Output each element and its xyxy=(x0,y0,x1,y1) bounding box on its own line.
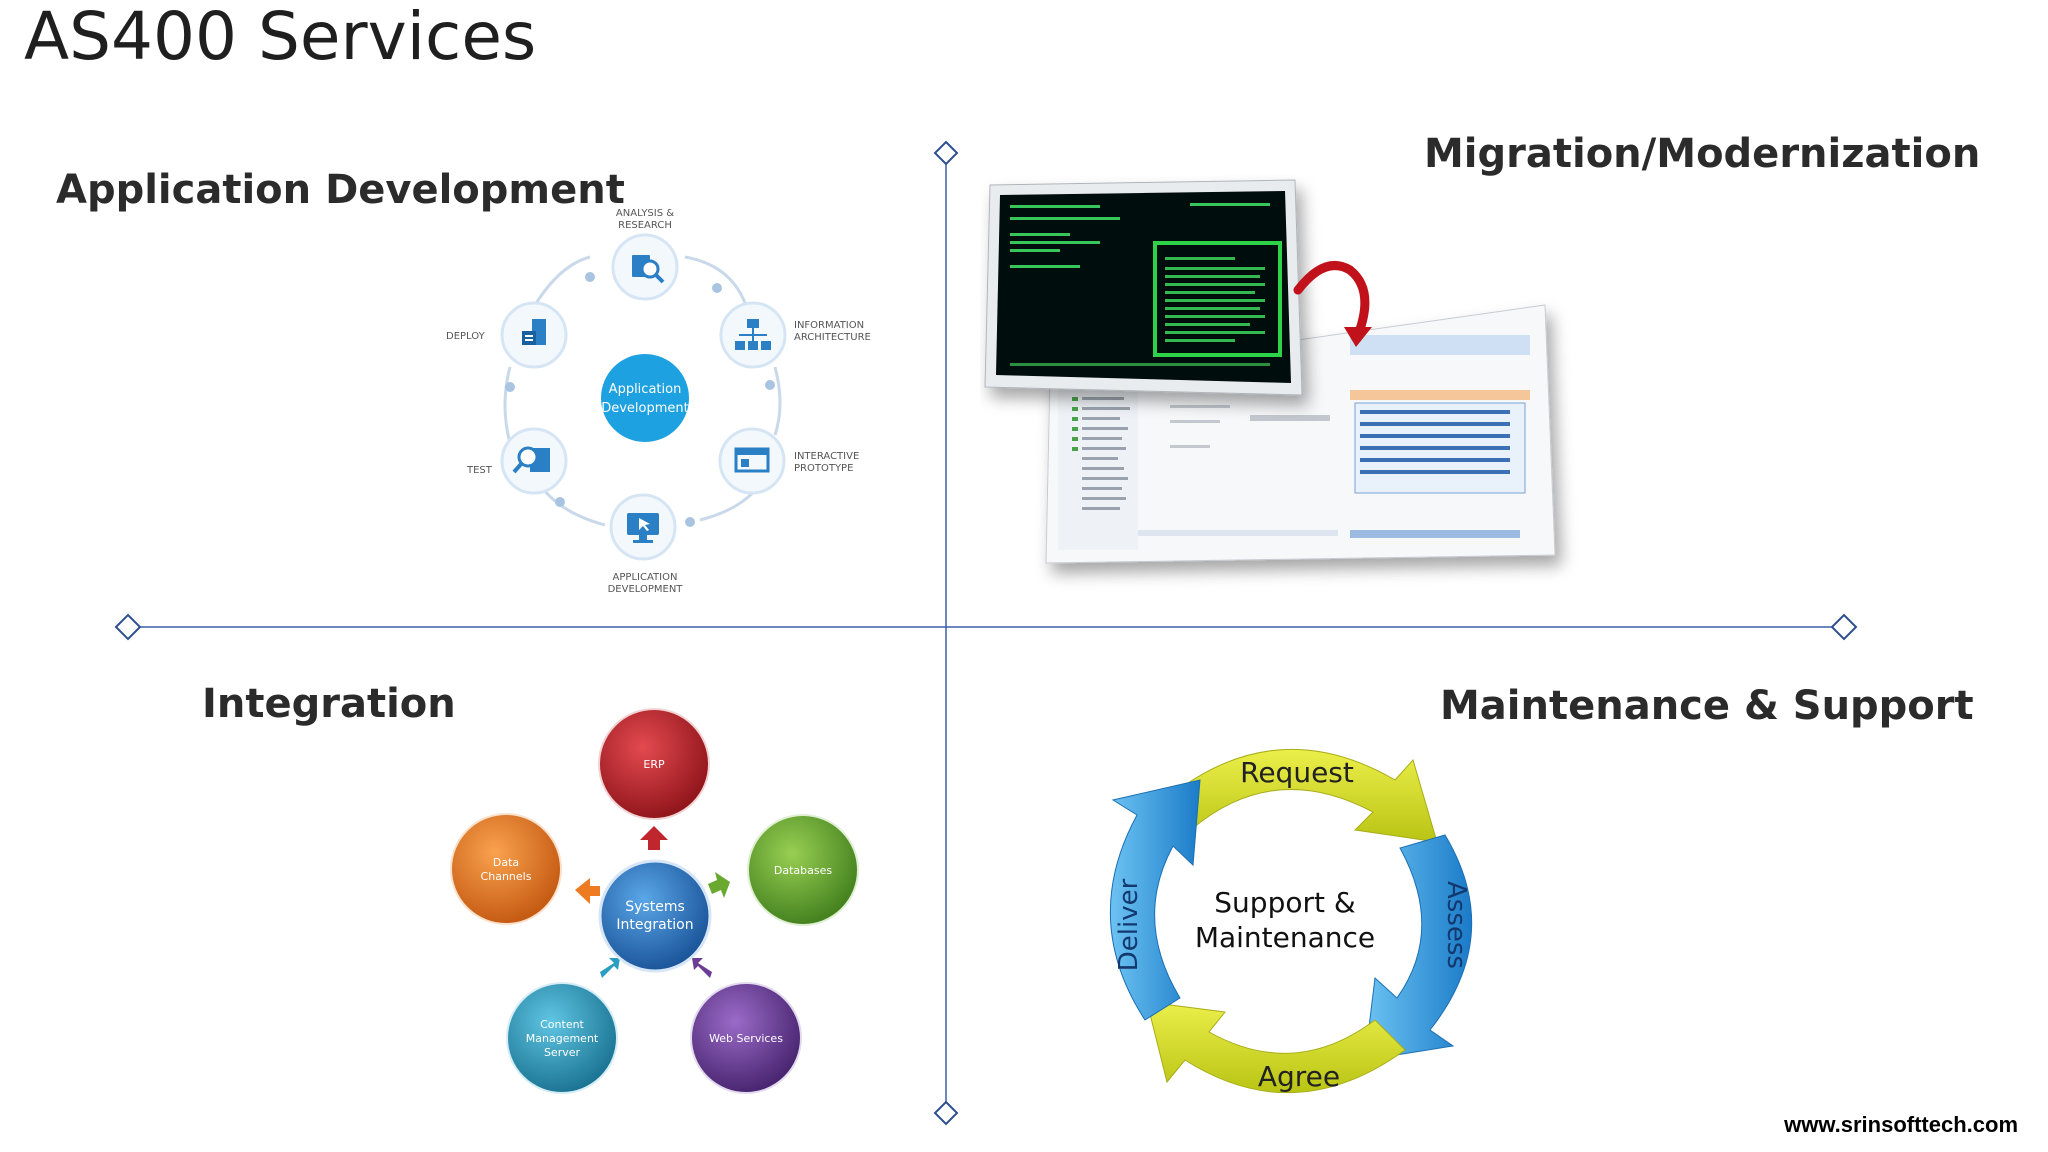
arrow-request xyxy=(1164,748,1438,843)
arrow-to-cms xyxy=(600,958,620,978)
label-deliver: Deliver xyxy=(1114,878,1144,971)
arrow-to-data-channels xyxy=(575,878,600,904)
analysis-icon xyxy=(632,255,665,284)
step-proto-line1: INTERACTIVE xyxy=(794,451,859,462)
arrow-to-webservices xyxy=(692,958,712,978)
step-analysis-line2: RESEARCH xyxy=(618,220,672,231)
node-databases: Databases xyxy=(747,814,859,926)
center-hub xyxy=(601,354,689,442)
step-deploy: DEPLOY xyxy=(446,301,568,369)
deploy-icon xyxy=(522,319,546,345)
step-information-architecture: INFORMATION ARCHITECTURE xyxy=(719,301,871,369)
node-webservices-label: Web Services xyxy=(709,1032,783,1045)
label-request: Request xyxy=(1240,756,1354,789)
step-info-line2: ARCHITECTURE xyxy=(794,332,871,343)
hierarchy-icon xyxy=(735,319,771,350)
step-deploy-label: DEPLOY xyxy=(446,331,486,342)
app-dev-title: Application Development xyxy=(56,167,625,213)
arrow-deliver xyxy=(1109,779,1201,1021)
slide-title: AS400 Services xyxy=(24,0,537,75)
center-line2: Maintenance xyxy=(1195,921,1375,954)
maintenance-cycle-diagram: Request Agree Assess Deliver Support & M… xyxy=(1109,748,1473,1094)
integration-title: Integration xyxy=(202,681,456,727)
systems-integration-hub xyxy=(598,859,712,973)
node-erp-label: ERP xyxy=(643,758,665,771)
node-erp: ERP xyxy=(598,708,710,820)
label-assess: Assess xyxy=(1441,881,1471,969)
step-analysis-line1: ANALYSIS & xyxy=(616,208,674,219)
step-info-line1: INFORMATION xyxy=(794,320,864,331)
diamond-marker-bottom xyxy=(933,1100,959,1126)
migration-arrow xyxy=(1293,261,1372,347)
arrow-agree xyxy=(1146,1001,1406,1094)
node-cms-line1: Content xyxy=(540,1018,584,1031)
label-agree: Agree xyxy=(1258,1060,1340,1093)
step-appdev-line2: DEVELOPMENT xyxy=(608,584,684,595)
node-data-line2: Channels xyxy=(481,870,532,883)
diamond-marker-left xyxy=(114,613,142,641)
step-proto-line2: PROTOTYPE xyxy=(794,463,853,474)
arrow-to-databases xyxy=(708,872,730,898)
app-dev-cycle-diagram: Application Development ANALYSIS & RESEA… xyxy=(446,208,871,595)
prototype-icon xyxy=(734,447,770,473)
green-screen-terminal xyxy=(984,179,1303,396)
center-line1: Support & xyxy=(1214,886,1355,919)
step-interactive-prototype: INTERACTIVE PROTOTYPE xyxy=(718,427,859,495)
center-line1: Systems xyxy=(625,899,685,915)
node-cms-line3: Server xyxy=(544,1046,581,1059)
integration-arrows xyxy=(575,826,730,978)
maintenance-title: Maintenance & Support xyxy=(1440,683,1974,729)
diamond-marker-top xyxy=(933,140,959,166)
center-line2: Integration xyxy=(616,917,693,933)
step-appdev-line1: APPLICATION xyxy=(613,572,678,583)
test-icon xyxy=(512,446,550,474)
integration-diagram: Systems Integration ERP Databases Web Se… xyxy=(450,708,859,1094)
connector-dots xyxy=(505,272,775,527)
footer-url[interactable]: www.srinsofttech.com xyxy=(1784,1112,2018,1137)
arrow-assess xyxy=(1364,834,1473,1061)
center-label-line2: Development xyxy=(601,401,689,416)
migration-illustration xyxy=(984,179,1556,564)
center-label-line1: Application xyxy=(609,382,682,397)
node-databases-label: Databases xyxy=(774,864,832,877)
node-data-line1: Data xyxy=(493,856,519,869)
step-test-label: TEST xyxy=(466,465,493,476)
migration-title: Migration/Modernization xyxy=(1424,131,1981,177)
diamond-marker-right xyxy=(1830,613,1858,641)
node-content-management-server: Content Management Server xyxy=(506,982,618,1094)
step-analysis: ANALYSIS & RESEARCH xyxy=(611,208,679,301)
step-application-development: APPLICATION DEVELOPMENT xyxy=(608,493,684,595)
step-test: TEST xyxy=(466,427,568,495)
node-web-services: Web Services xyxy=(690,982,802,1094)
node-data-channels: Data Channels xyxy=(450,813,562,925)
monitor-icon xyxy=(627,513,659,543)
node-cms-line2: Management xyxy=(526,1032,599,1045)
arrow-to-erp xyxy=(640,826,668,850)
